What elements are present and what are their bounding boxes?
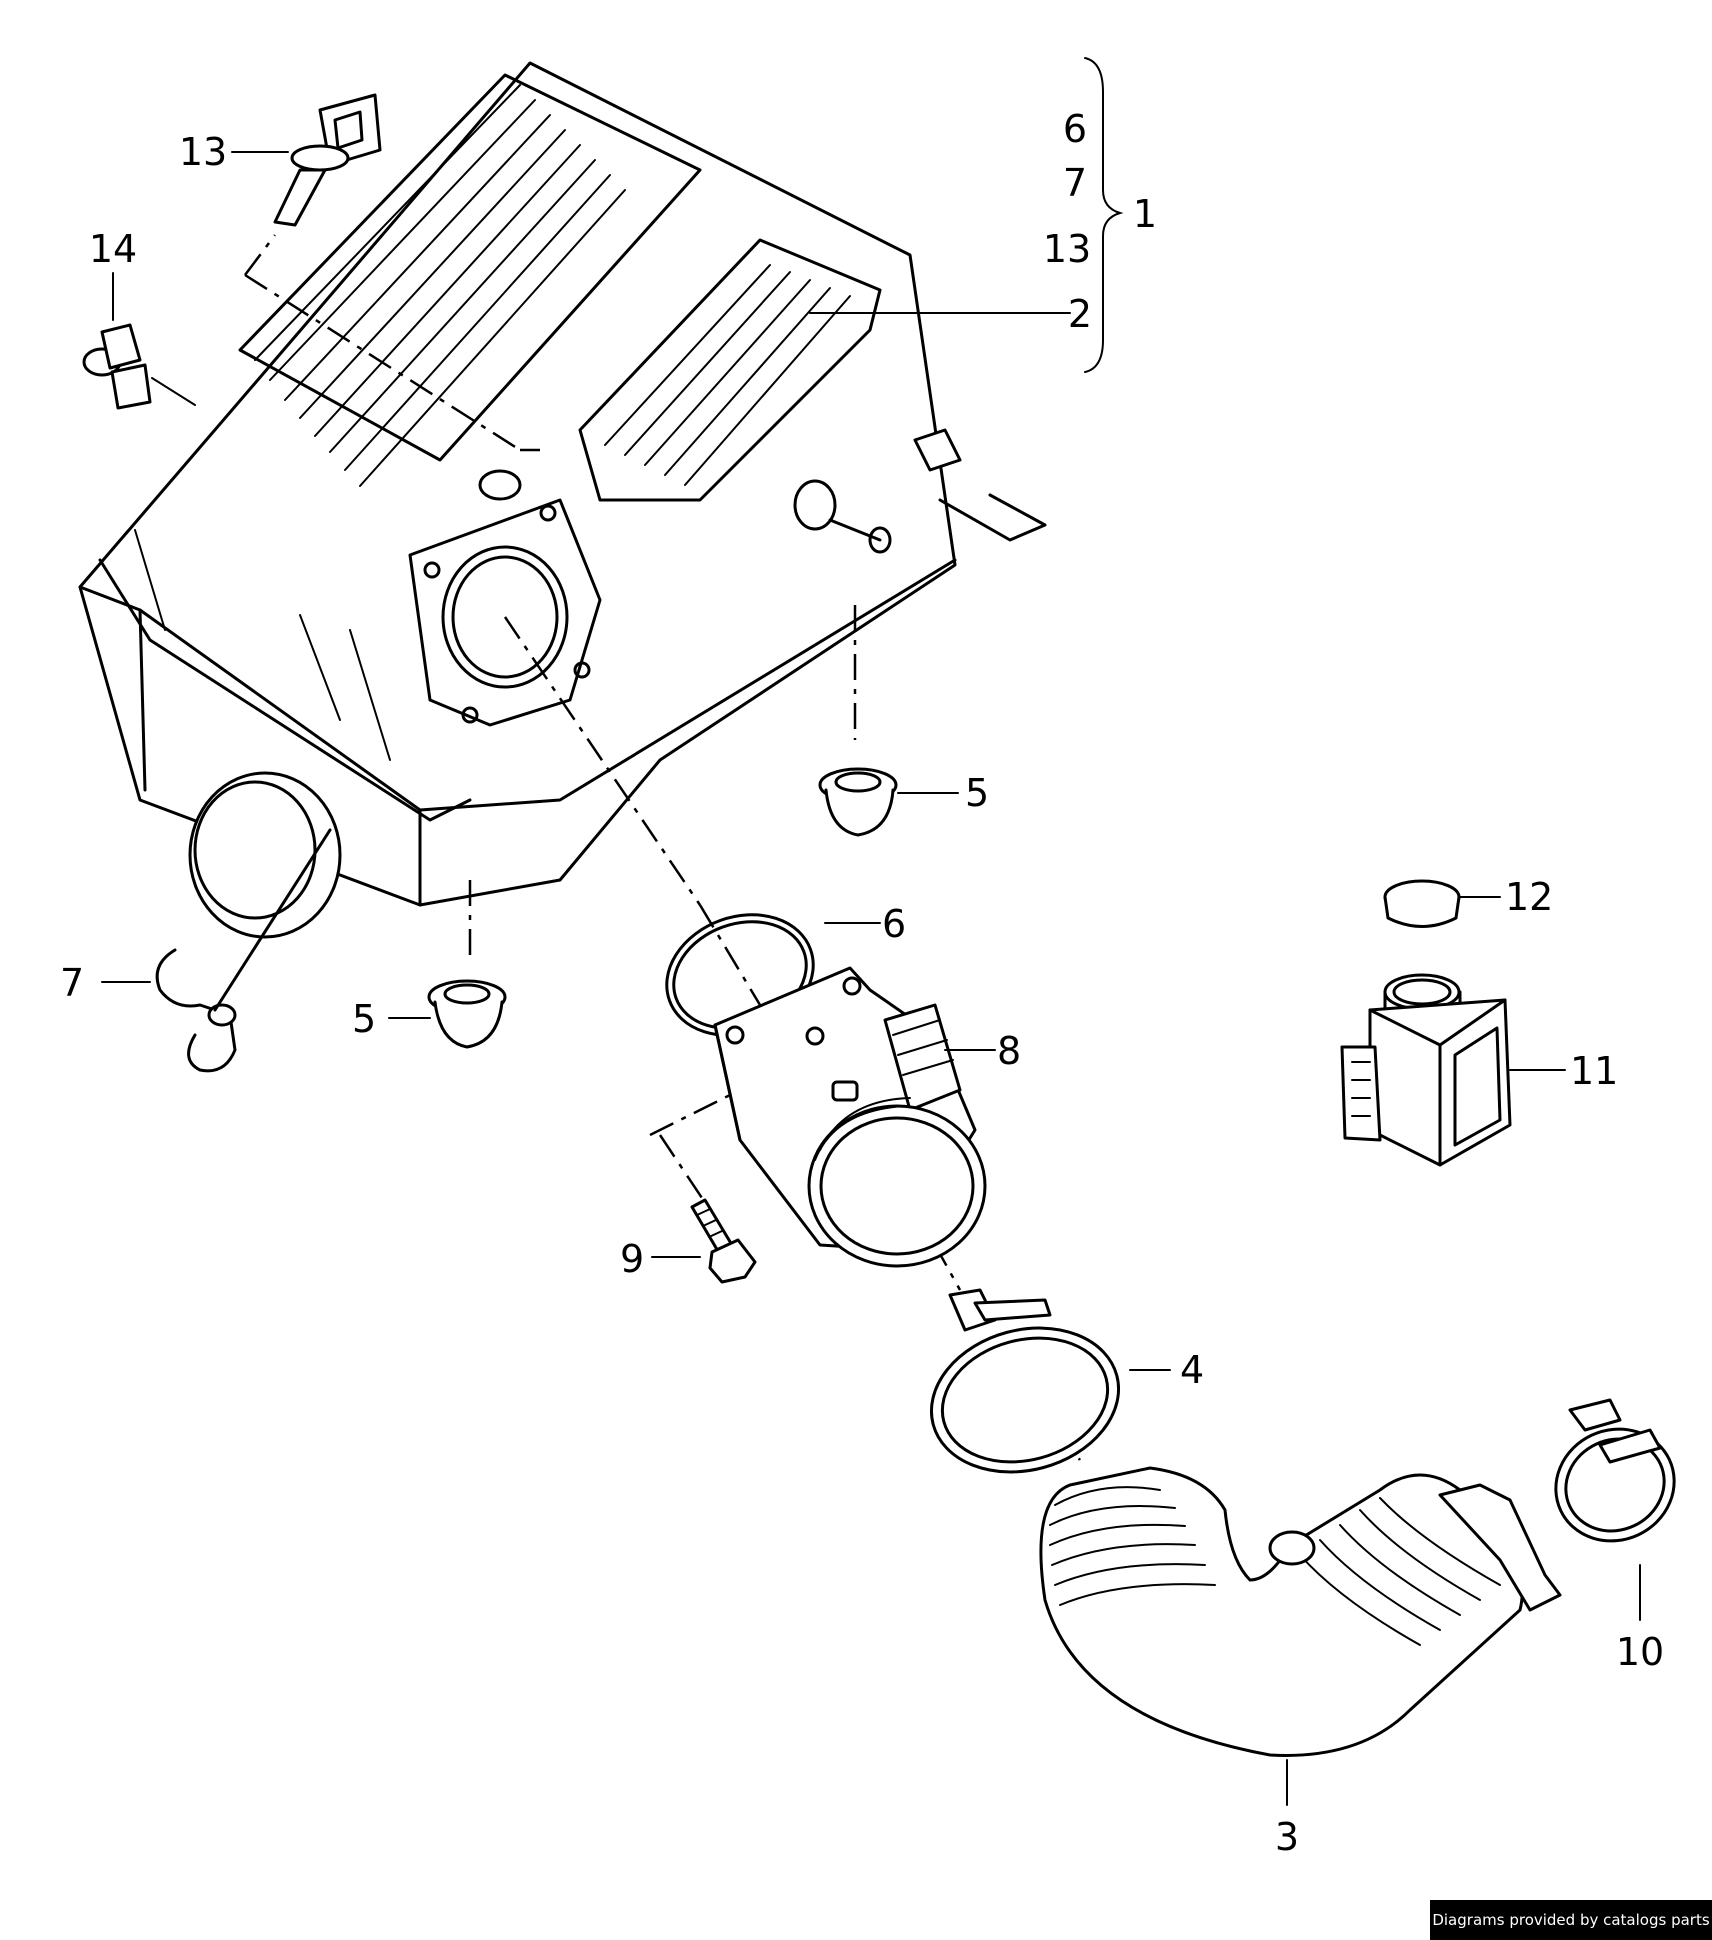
callout-7: 7 [60, 961, 84, 1005]
callout-10: 10 [1616, 1630, 1664, 1674]
callout-6: 6 [882, 902, 906, 946]
callout-7-group: 7 [1063, 161, 1087, 205]
bolt [690, 1198, 757, 1284]
wire-clip [82, 323, 152, 410]
callout-13-group: 13 [1043, 227, 1091, 271]
callout-12: 12 [1505, 875, 1553, 919]
callout-1: 1 [1133, 192, 1157, 236]
grommet-left [427, 979, 507, 1049]
callout-13: 13 [179, 130, 227, 174]
callout-14: 14 [89, 227, 137, 271]
callout-5-left: 5 [352, 997, 376, 1041]
group-brace [1084, 57, 1124, 373]
callout-4: 4 [1180, 1348, 1204, 1392]
callout-6-group: 6 [1063, 107, 1087, 151]
callout-5-right: 5 [965, 771, 989, 815]
hose-clamp [929, 1288, 1121, 1474]
cap [1383, 879, 1461, 928]
spring-clip [155, 828, 332, 1073]
control-unit [1340, 973, 1512, 1167]
callout-3: 3 [1275, 1815, 1299, 1859]
callout-11: 11 [1570, 1049, 1618, 1093]
intake-hose [1039, 1466, 1562, 1757]
callout-2: 2 [1068, 292, 1092, 336]
callout-8: 8 [997, 1029, 1021, 1073]
mass-air-flow-sensor [713, 966, 987, 1268]
air-filter-housing [78, 61, 1047, 939]
grommet-right [818, 767, 898, 837]
callout-9: 9 [620, 1237, 644, 1281]
temperature-sensor [273, 93, 382, 227]
leader-lines [101, 151, 1641, 1806]
credit-banner: Diagrams provided by catalogs parts [1430, 1900, 1712, 1940]
callout-labels: 6 7 13 1 2 13 14 5 5 7 6 8 9 12 11 4 10 … [60, 107, 1664, 1859]
hose-clamp-small [1554, 1398, 1676, 1543]
